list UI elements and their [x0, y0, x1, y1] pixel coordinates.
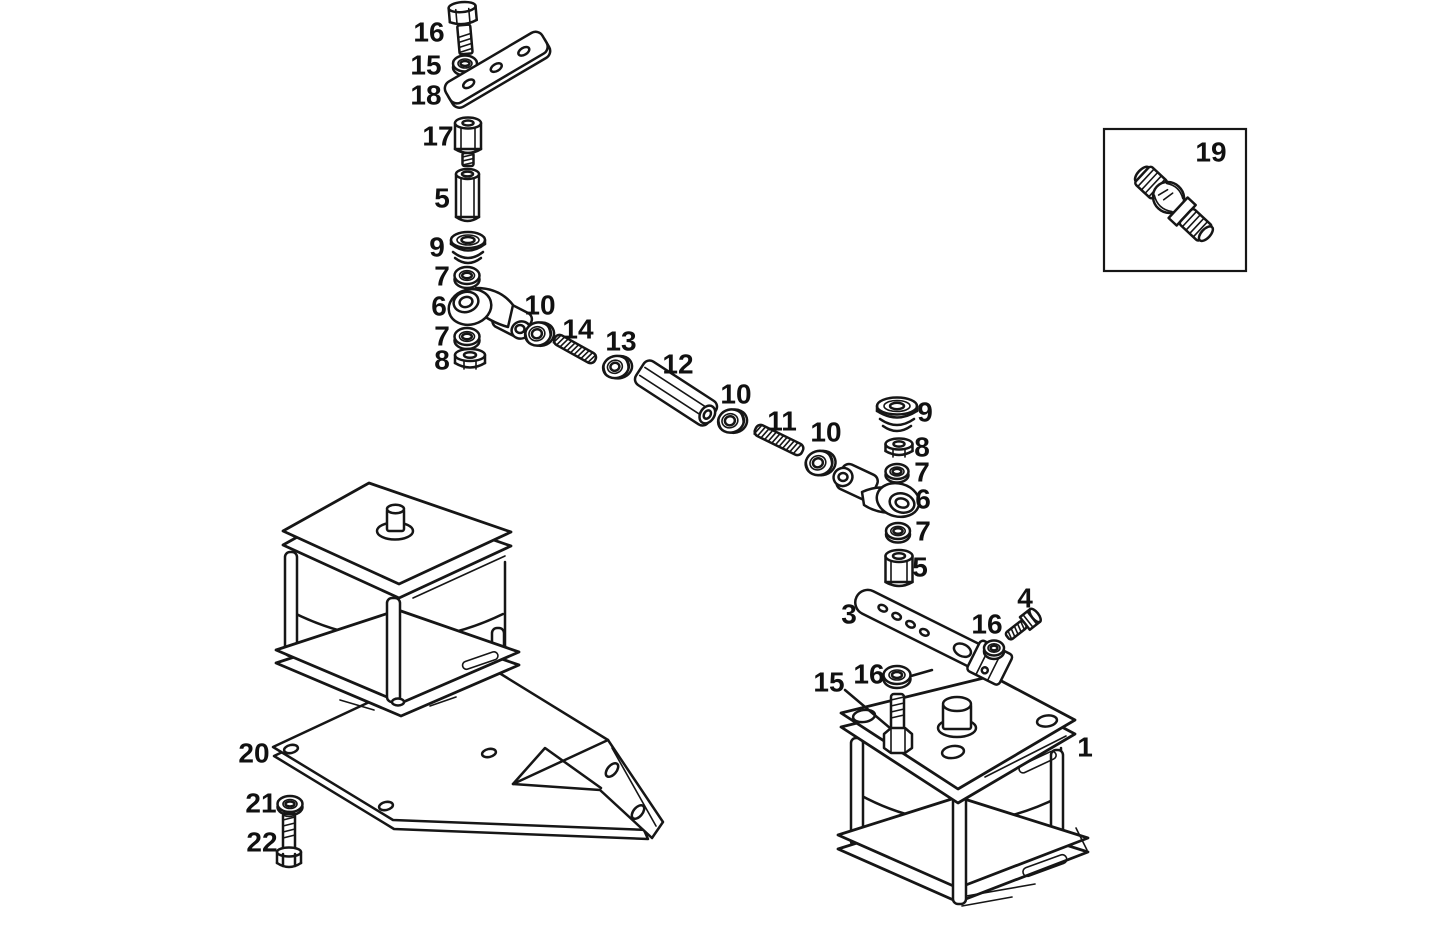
- part-label: 7: [914, 457, 930, 488]
- part-label: 8: [434, 345, 450, 376]
- part-label: 6: [431, 291, 447, 322]
- part-label: 8: [914, 432, 930, 463]
- part-14-stud: [552, 333, 598, 365]
- inset-border: [1102, 127, 1248, 273]
- part-label: 9: [917, 397, 933, 428]
- part-label: 5: [434, 183, 450, 214]
- part-label: 15: [410, 50, 441, 81]
- part-label: 10: [810, 417, 841, 448]
- part-20-mounting-plate: [271, 653, 665, 841]
- part-5-spacer: [884, 548, 914, 588]
- part-12-link-tube: [633, 359, 719, 427]
- part-label: 1: [1077, 732, 1093, 763]
- part-label: 17: [422, 121, 453, 152]
- part-label: 5: [912, 552, 928, 583]
- part-label: 9: [429, 232, 445, 263]
- part-label: 7: [434, 261, 450, 292]
- part-label: 10: [720, 379, 751, 410]
- part-label: 7: [434, 321, 450, 352]
- part-8-nut: [453, 347, 487, 370]
- part-9-bushing: [875, 396, 919, 433]
- part-7-washer: [884, 462, 910, 484]
- part-label: 7: [915, 516, 931, 547]
- part-label: 14: [562, 314, 594, 345]
- part-19-inset: [1102, 127, 1248, 273]
- part-7-washer: [453, 326, 481, 351]
- leader-16: [909, 668, 934, 678]
- part-10-nut: [804, 449, 837, 477]
- part-11-stud: [753, 423, 805, 457]
- part-17-standoff: [453, 116, 483, 168]
- flange-hole: [604, 761, 620, 779]
- part-7-washer: [884, 521, 912, 544]
- part-label: 16: [413, 17, 444, 48]
- part-6-rod-end: [832, 462, 921, 519]
- part-label: 21: [245, 788, 276, 819]
- part-4-bolt: [1004, 607, 1042, 641]
- flange-hole: [630, 803, 646, 821]
- part-label: 4: [1017, 583, 1033, 614]
- part-label: 20: [238, 738, 269, 769]
- part-13-nut: [601, 354, 634, 380]
- part-label: 15: [813, 667, 844, 698]
- part-label: 3: [841, 599, 857, 630]
- part-10-nut: [716, 408, 749, 435]
- part-9-bushing: [449, 230, 487, 265]
- part-16-washer: [982, 639, 1006, 661]
- front-rod: [385, 596, 402, 704]
- part-label: 10: [524, 290, 555, 321]
- part-16-washer: [882, 664, 912, 690]
- part-label: 18: [410, 80, 441, 111]
- left-mount-block: [274, 481, 521, 718]
- part-label: 12: [662, 349, 693, 380]
- part-19-joint-assembly: [1133, 165, 1215, 243]
- part-22-bolt: [275, 810, 303, 869]
- part-7-washer: [453, 265, 481, 290]
- part-16-bolt: [447, 0, 479, 56]
- flange-slot: [461, 651, 499, 671]
- part-label: 13: [605, 326, 636, 357]
- part-5-spacer: [454, 167, 481, 223]
- part-label: 16: [971, 609, 1002, 640]
- top-boss: [936, 695, 978, 739]
- part-8-nut: [884, 437, 914, 458]
- leader-15: [843, 688, 892, 730]
- part-label: 22: [246, 827, 277, 858]
- plate-slot: [1018, 750, 1057, 774]
- callout-labels: 16 15 18 17 5 9 7 6 7 8 10 14 13 12 10 1…: [238, 17, 1226, 858]
- part-10-nut: [523, 321, 556, 348]
- corner-rod: [283, 550, 299, 658]
- flange-slot: [1022, 853, 1068, 878]
- part-18-strap-plate: [443, 30, 552, 109]
- part-6-rod-end: [447, 286, 534, 340]
- part-3-lever-arm: [854, 588, 1014, 686]
- part-label: 11: [767, 406, 797, 437]
- part-label: 19: [1195, 137, 1226, 168]
- part-label: 6: [915, 484, 931, 515]
- part-label: 16: [853, 659, 884, 690]
- part-1-mount-block: [836, 674, 1090, 907]
- installed-stud-bolt: [882, 692, 914, 755]
